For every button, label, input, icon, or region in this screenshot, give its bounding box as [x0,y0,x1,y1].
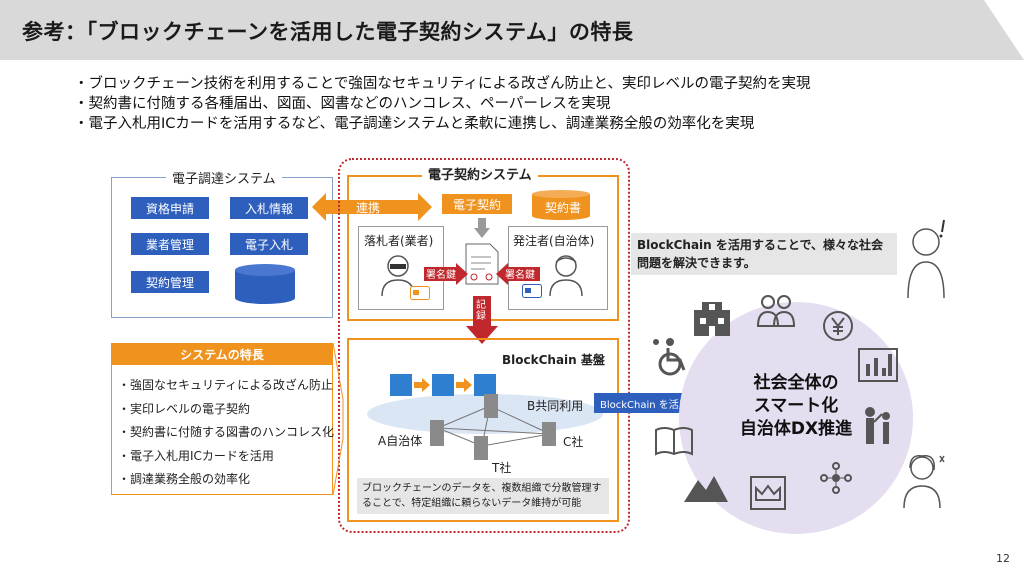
circle-line-3: 自治体DX推進 [739,419,853,439]
circle-line-1: 社会全体の [753,373,839,393]
feature-item: ・調達業務全般の効率化 [118,472,251,486]
wheelchair-icon [653,338,686,376]
e-contract-tag: 電子契約 [442,194,512,214]
bullet-3: ・電子入札用ICカードを活用するなど、電子調達システムと柔軟に連携し、調達業務全… [74,116,755,132]
woman-person-icon [903,455,945,508]
bidder-sign-key-arrow [424,263,468,285]
yen-icon [823,311,853,341]
speech-bubble: BlockChain を活用することで、様々な社会問題を解決できます。 [631,233,897,275]
contract-document-icon [465,243,499,285]
database-icon [235,264,295,304]
bidder-label: 落札者(業者) [364,234,434,248]
blockchain-box [347,338,619,522]
record-label: 記録 [476,300,486,322]
orderer-sign-key-label: 署名鍵 [505,270,535,281]
contract-document-label: 契約書 [545,201,582,215]
contract-document-db-icon [532,190,590,220]
link-label: 連携 [356,201,381,215]
link-arrow [312,193,432,221]
orderer-person-icon [549,255,583,296]
teaching-people-icon [865,407,890,444]
e-bidding-button: 電子入札 [230,233,308,255]
book-icon [655,427,693,456]
feature-item: ・契約書に付随する図書のハンコレス化 [118,425,335,439]
use-blockchain-label: BlockChain を活用 [600,400,689,411]
circle-line-2: スマート化 [753,396,839,416]
blockchain-network-diagram [367,374,603,460]
bidder-ic-card-icon [410,286,430,300]
title-bar: 参考：「ブロックチェーンを活用した電子契約システム」の特長 [0,0,1024,60]
title-notch [984,0,1024,60]
crown-frame-icon [750,476,786,510]
feature-item: ・電子入札用ICカードを活用 [118,448,274,463]
feature-item: ・強固なセキュリティによる改ざん防止 [118,378,333,392]
node-a-label: A自治体 [378,434,423,448]
landscape-icon [684,476,728,502]
down-gray-arrow [474,218,490,238]
society-circle-text: 社会全体の スマート化 自治体DX推進 [716,372,876,441]
node-t-label: T社 [492,461,512,475]
orderer-sign-key-arrow [496,263,540,285]
record-arrow [466,296,498,344]
qualification-button: 資格申請 [131,197,209,219]
node-b-label: B共同利用 [527,399,584,413]
blockchain-note: ブロックチェーンのデータを、複数組織で分散管理することで、特定組織に頼らないデー… [357,478,609,514]
society-circle [679,302,913,534]
blockchain-label: BlockChain 基盤 [502,353,605,367]
econtract-dotted-frame [338,158,630,533]
orderer-label: 発注者(自治体) [513,234,595,248]
page-number: 12 [996,552,1010,565]
bullet-2: ・契約書に付随する各種届出、図面、図書などのハンコレス、ペーパーレスを実現 [74,96,611,112]
bullet-1: ・ブロックチェーン技術を利用することで強固なセキュリティによる改ざん防止と、実印… [74,76,811,92]
bidder-sign-key-label: 署名鍵 [426,270,456,281]
features-header: システムの特長 [111,343,333,365]
presenter-person-icon [907,219,945,298]
bid-info-button: 入札情報 [230,197,308,219]
node-c-label: C社 [563,435,584,449]
summary-bullets: ・ブロックチェーン技術を利用することで強固なセキュリティによる改ざん防止と、実印… [74,74,810,134]
features-bracket [333,343,344,495]
hospital-icon [694,302,730,336]
people-group-icon [756,295,796,327]
feature-item: ・実印レベルの電子契約 [118,401,251,416]
procurement-system-label: 電子調達システム [166,168,282,187]
chart-board-icon [858,348,898,382]
features-list: ・強固なセキュリティによる改ざん防止 ・実印レベルの電子契約 ・契約書に付随する… [118,374,334,492]
vendor-management-button: 業者管理 [131,233,209,255]
orderer-ic-card-icon [522,284,542,298]
page-title: 参考：「ブロックチェーンを活用した電子契約システム」の特長 [22,20,634,44]
econtract-system-label: 電子契約システム [422,164,538,183]
contract-management-button: 契約管理 [131,271,209,293]
network-nodes-icon [820,462,852,494]
